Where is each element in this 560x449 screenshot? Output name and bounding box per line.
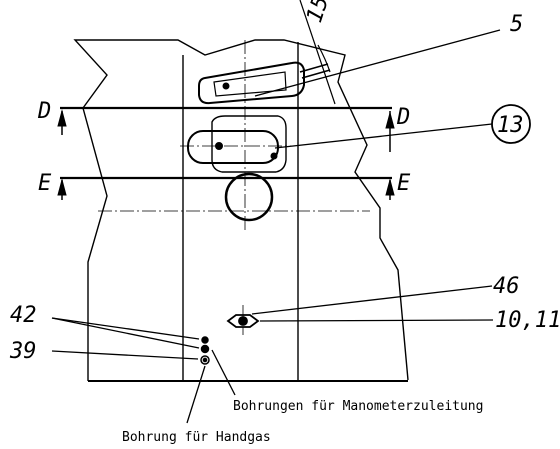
section-line-e — [57, 176, 395, 200]
small-holes — [200, 336, 210, 365]
centerlines — [98, 40, 370, 335]
component-13 — [187, 115, 287, 173]
label-item-42: 42 — [10, 303, 37, 328]
note-manometer-holes: Bohrungen für Manometerzuleitung — [233, 399, 483, 414]
housing-outline — [73, 39, 409, 382]
section-marker-e-left: E — [38, 171, 52, 196]
angle-annotation — [299, 0, 336, 105]
balloon-13 — [491, 104, 531, 144]
section-marker-e-right: E — [397, 171, 411, 196]
label-item-13: 13 — [497, 113, 524, 138]
label-item-46: 46 — [493, 274, 520, 299]
label-item-10-11: 10,11 — [495, 308, 560, 333]
section-marker-d-right: D — [396, 105, 410, 130]
section-line-d — [57, 106, 395, 152]
label-item-5: 5 — [510, 12, 523, 37]
leader-lines — [51, 29, 501, 424]
fitting-46 — [226, 314, 260, 328]
note-handgas-hole: Bohrung für Handgas — [122, 430, 271, 445]
label-item-39: 39 — [9, 339, 37, 364]
component-5 — [198, 61, 331, 105]
round-bore — [224, 172, 274, 222]
section-marker-d-left: D — [37, 99, 51, 124]
